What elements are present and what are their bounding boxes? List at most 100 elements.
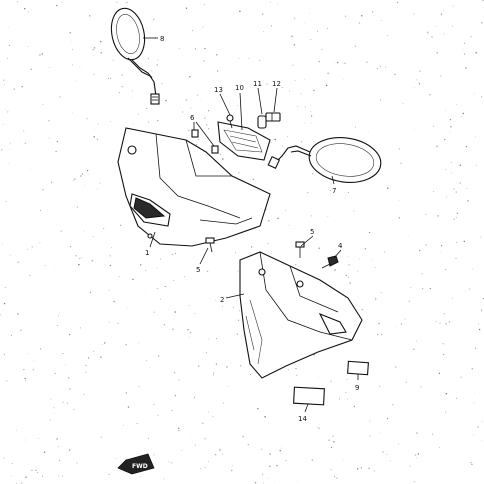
speckle (25, 380, 27, 382)
speckle (84, 185, 86, 186)
speckle (62, 401, 64, 403)
speckle (386, 34, 389, 37)
speckle (174, 311, 176, 313)
speckle (231, 464, 233, 466)
headlight-unit (217, 121, 271, 161)
speckle (48, 119, 50, 122)
speckle (55, 150, 57, 153)
speckle (325, 84, 328, 87)
speckle (389, 460, 391, 462)
speckle (456, 212, 458, 214)
speckle (315, 192, 317, 194)
speckle (76, 80, 77, 82)
speckle (289, 403, 291, 405)
speckle (208, 128, 210, 130)
callout-5-right: 5 (310, 228, 314, 236)
speckle (348, 264, 350, 266)
speckle (330, 446, 333, 448)
speckle (415, 340, 417, 342)
speckle (394, 73, 396, 76)
speckle (435, 25, 437, 27)
speckle (52, 155, 54, 157)
speckle (381, 20, 383, 22)
speckle (159, 258, 162, 260)
speckle (318, 247, 320, 249)
callout-10: 10 (235, 84, 244, 92)
speckle (156, 287, 158, 289)
speckle (108, 473, 110, 476)
speckle (50, 399, 52, 401)
speckle (317, 377, 319, 379)
speckle (266, 83, 268, 85)
speckle (463, 42, 466, 44)
speckle (270, 142, 272, 143)
speckle (251, 246, 253, 248)
speckle (257, 407, 259, 410)
speckle (310, 39, 312, 41)
speckle (68, 333, 71, 336)
speckle (334, 476, 336, 478)
speckle (153, 454, 155, 456)
speckle (371, 259, 372, 261)
speckle (364, 247, 367, 250)
speckle (85, 371, 87, 373)
bulb-and-socket (257, 112, 281, 129)
speckle (4, 84, 5, 85)
speckle (8, 44, 11, 47)
speckle (339, 398, 341, 400)
speckle (23, 130, 25, 132)
speckle (470, 461, 472, 464)
speckle (18, 350, 19, 352)
speckle (310, 122, 312, 124)
speckle (456, 241, 458, 243)
speckle (44, 265, 46, 266)
speckle (470, 35, 472, 38)
speckle (280, 447, 282, 449)
speckle (310, 215, 312, 217)
speckle (438, 372, 441, 375)
speckle (100, 52, 102, 54)
speckle (475, 52, 477, 54)
speckle (0, 149, 3, 151)
speckle (330, 469, 332, 471)
speckle (448, 321, 451, 323)
speckle (89, 15, 91, 17)
speckle (151, 70, 153, 72)
speckle (344, 62, 346, 65)
speckle (222, 306, 224, 308)
speckle (262, 482, 264, 484)
speckle (379, 385, 381, 387)
callout-9: 9 (355, 384, 359, 392)
speckle (185, 99, 188, 101)
speckle (23, 369, 25, 371)
speckle (318, 427, 320, 430)
speckle (109, 77, 112, 79)
speckle (92, 38, 94, 39)
speckle (345, 391, 347, 393)
speckle (2, 123, 4, 125)
speckle (81, 173, 84, 175)
speckle (178, 430, 180, 432)
speckle (274, 480, 275, 482)
speckle (373, 470, 375, 472)
speckle (43, 451, 46, 454)
speckle (297, 480, 298, 481)
speckle (25, 476, 27, 478)
speckle (93, 55, 95, 57)
leader-lines (143, 37, 359, 413)
speckle (213, 374, 214, 376)
speckle (316, 30, 318, 32)
speckle (310, 111, 312, 113)
speckle (6, 380, 8, 382)
speckle (207, 270, 209, 272)
forward-arrow-icon: FWD (117, 453, 155, 475)
speckle (156, 267, 158, 269)
speckle (222, 158, 224, 160)
speckle (405, 381, 407, 383)
speckle (474, 136, 476, 138)
callout-2: 2 (220, 296, 224, 304)
speckle (238, 172, 240, 174)
speckle (395, 366, 397, 368)
speckle (219, 153, 222, 155)
screw-13 (226, 114, 234, 129)
